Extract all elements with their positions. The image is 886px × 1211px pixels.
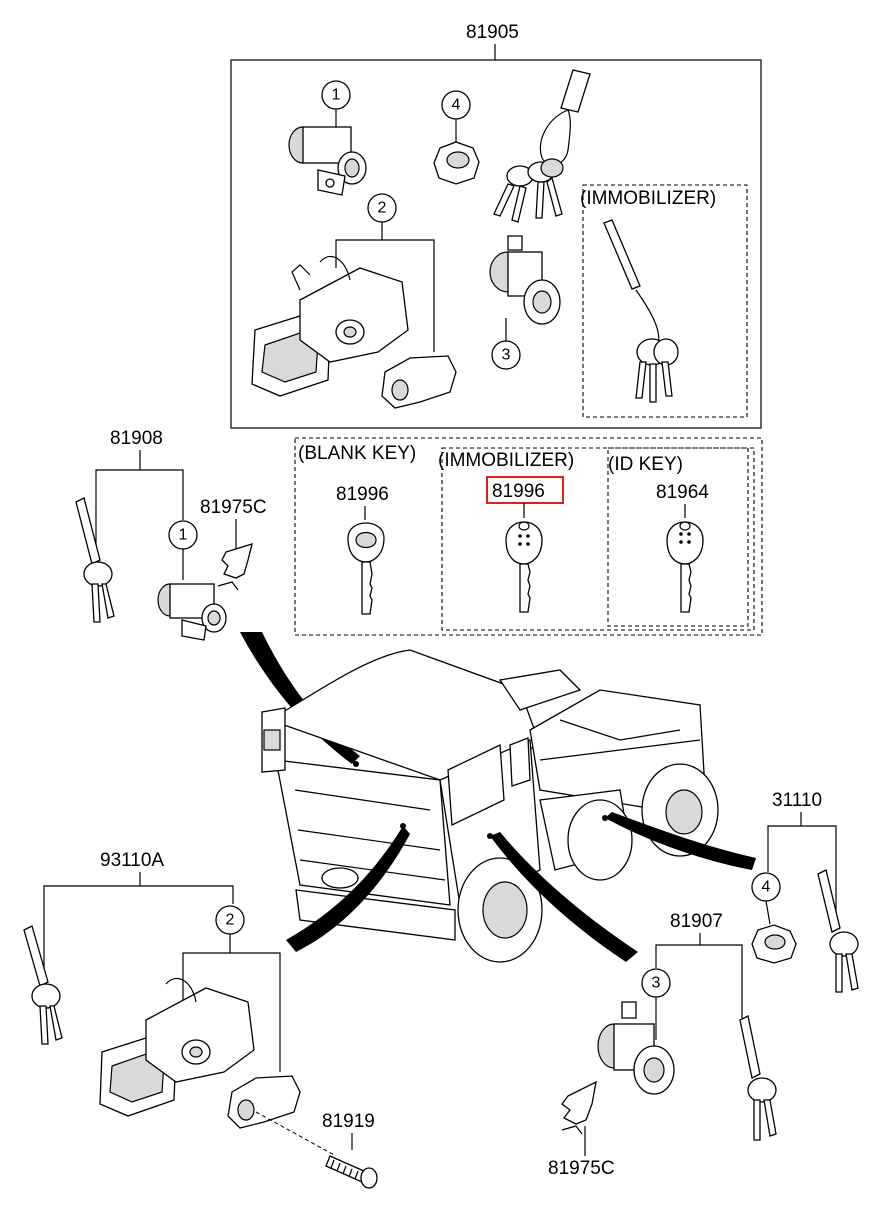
key-pair-bottom-right-icon: [739, 1015, 777, 1141]
leader-arrow-93110a: [286, 826, 410, 952]
ignition-switch-icon: [251, 256, 457, 409]
svg-text:1: 1: [332, 87, 341, 104]
callout-3-top[interactable]: 3: [491, 340, 521, 370]
svg-text:4: 4: [762, 879, 771, 896]
door-lock-cylinder-left-icon: [157, 583, 227, 641]
callout-3-bottom[interactable]: 3: [641, 968, 671, 998]
assembly-93110a: 93110A 2 81919: [23, 850, 378, 1189]
label-81975c-top[interactable]: 81975C: [200, 497, 267, 518]
fuel-cap-right-icon: [751, 924, 797, 964]
callout-4-right[interactable]: 4: [751, 872, 781, 902]
door-lock-cylinder-bottom-icon: [597, 1001, 675, 1095]
retainer-clip-top-icon: [217, 543, 253, 591]
key-pair-right-icon: [817, 869, 859, 993]
ignition-switch-bottom-icon: [99, 978, 301, 1129]
label-81996-blank[interactable]: 81996: [336, 484, 389, 505]
trunk-lock-cylinder-icon: [489, 235, 561, 325]
callout-4-top[interactable]: 4: [441, 90, 471, 120]
svg-text:2: 2: [378, 200, 387, 217]
assembly-31110: 31110 4: [751, 790, 859, 993]
key-pair-icon: [75, 497, 115, 623]
label-81975c-bottom[interactable]: 81975C: [548, 1158, 615, 1179]
svg-text:4: 4: [452, 97, 461, 114]
assembly-81908: 81908 1 81975C: [75, 428, 267, 641]
highlight-box-81996: [486, 476, 564, 504]
callout-1-left[interactable]: 1: [168, 520, 198, 550]
blank-key-icon: [347, 522, 385, 615]
svg-text:3: 3: [502, 347, 511, 364]
immobilizer-set-title: (IMMOBILIZER): [580, 188, 716, 209]
callout-2-top[interactable]: 2: [367, 193, 397, 223]
label-93110a[interactable]: 93110A: [100, 850, 164, 871]
id-key-title: (ID KEY): [608, 454, 683, 475]
door-lock-cylinder-icon: [288, 126, 367, 196]
label-31110[interactable]: 31110: [772, 790, 822, 811]
label-81919[interactable]: 81919: [322, 1111, 375, 1132]
leader-arrow-31110: [605, 812, 756, 870]
immobilizer-set-box: (IMMOBILIZER): [580, 184, 748, 418]
keys-section: (BLANK KEY) (IMMOBILIZER) (ID KEY) 81996…: [294, 437, 763, 636]
screw-icon: [325, 1155, 378, 1189]
id-key-icon: [666, 521, 704, 613]
key-set-icon: [493, 69, 591, 223]
immobilizer-key-icon: [505, 521, 543, 613]
fuel-cap-lock-icon: [433, 141, 480, 185]
assembly-81905: 81905 1 4: [230, 22, 762, 429]
callout-2-bottom[interactable]: 2: [215, 905, 245, 935]
label-81907[interactable]: 81907: [670, 911, 723, 932]
frame-81905: [230, 59, 762, 429]
assembly-81907: 81907 3 81975C: [548, 911, 777, 1179]
label-81908[interactable]: 81908: [110, 428, 163, 449]
retainer-clip-bottom-icon: [561, 1080, 597, 1135]
label-81905[interactable]: 81905: [466, 22, 519, 43]
svg-text:1: 1: [179, 527, 188, 544]
truck-illustration-icon: [240, 632, 719, 963]
svg-text:2: 2: [226, 912, 235, 929]
svg-text:3: 3: [652, 975, 661, 992]
immobilizer-key-title: (IMMOBILIZER): [438, 450, 574, 471]
blank-key-title: (BLANK KEY): [298, 443, 416, 464]
callout-1-top[interactable]: 1: [321, 80, 351, 110]
label-81996-immobilizer[interactable]: 81996: [492, 481, 545, 502]
label-81964[interactable]: 81964: [656, 482, 709, 503]
leader-arrow-81907: [490, 832, 638, 962]
key-pair-bottom-icon: [23, 925, 63, 1045]
